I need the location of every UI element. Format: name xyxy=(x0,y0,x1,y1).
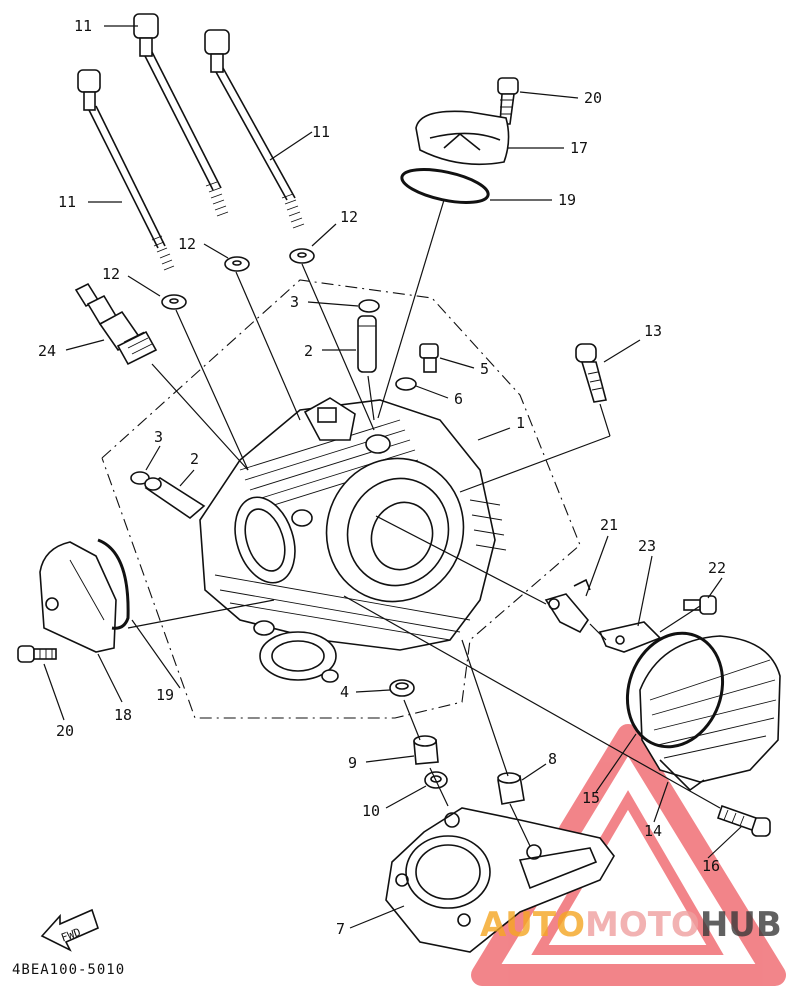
dowel-8 xyxy=(497,772,525,805)
bolt-22 xyxy=(683,595,717,615)
callout-11: 11 xyxy=(312,123,330,141)
callout-24: 24 xyxy=(38,342,56,360)
watermark-hub: HUB xyxy=(700,905,782,945)
bolt-5 xyxy=(419,343,439,373)
callout-1: 1 xyxy=(516,414,525,432)
callout-5: 5 xyxy=(480,360,489,378)
o-ring-19-side xyxy=(97,538,130,630)
washer-12-c xyxy=(161,294,187,310)
callout-15: 15 xyxy=(582,789,600,807)
callout-17: 17 xyxy=(570,139,588,157)
watermark-text: AUTOMOTOHUB xyxy=(480,905,782,945)
dowel-9 xyxy=(413,735,439,765)
cylinder-head xyxy=(199,397,507,683)
callout-12: 12 xyxy=(178,235,196,253)
spark-plug xyxy=(74,282,158,366)
callout-2: 2 xyxy=(190,450,199,468)
callout-18: 18 xyxy=(114,706,132,724)
callout-4: 4 xyxy=(340,683,349,701)
head-bolt-middle xyxy=(133,13,229,217)
callout-13: 13 xyxy=(644,322,662,340)
diagram-code: 4BEA100-5010 xyxy=(12,962,125,978)
callout-21: 21 xyxy=(600,516,618,534)
head-bolt-left xyxy=(77,69,175,271)
o-ring-14 xyxy=(625,631,725,749)
callout-19: 19 xyxy=(558,191,576,209)
callout-3: 3 xyxy=(290,293,299,311)
callout-12: 12 xyxy=(102,265,120,283)
head-bolt-right xyxy=(204,29,305,229)
washer-6 xyxy=(395,377,417,391)
callout-16: 16 xyxy=(702,857,720,875)
callout-7: 7 xyxy=(336,920,345,938)
side-cover-18 xyxy=(39,541,117,653)
fwd-arrow: FWD xyxy=(40,908,99,952)
callout-3: 3 xyxy=(154,428,163,446)
watermark-moto: MOTO xyxy=(585,905,700,945)
leader-lines xyxy=(43,25,743,929)
fwd-label: FWD xyxy=(59,926,82,945)
tappet-cover-15 xyxy=(639,635,781,792)
callout-14: 14 xyxy=(644,822,662,840)
bolt-20-side xyxy=(17,645,57,663)
bracket-21 xyxy=(544,578,591,634)
valve-guide-lower xyxy=(144,477,206,520)
part-4 xyxy=(389,679,415,697)
callout-labels: 11 11 11 20 17 19 12 12 12 3 2 24 5 6 13… xyxy=(38,17,726,938)
plate-23 xyxy=(598,621,662,653)
bolt-20-top xyxy=(497,77,519,125)
callout-23: 23 xyxy=(638,537,656,555)
svg-text:AUTOMOTOHUB: AUTOMOTOHUB xyxy=(480,905,782,945)
callout-11: 11 xyxy=(58,193,76,211)
callout-19: 19 xyxy=(156,686,174,704)
callout-6: 6 xyxy=(454,390,463,408)
callout-12: 12 xyxy=(340,208,358,226)
callout-20: 20 xyxy=(584,89,602,107)
callout-2: 2 xyxy=(304,342,313,360)
callout-22: 22 xyxy=(708,559,726,577)
callout-20: 20 xyxy=(56,722,74,740)
bolt-16 xyxy=(716,804,771,837)
callout-11: 11 xyxy=(74,17,92,35)
washer-12-a xyxy=(224,256,250,272)
head-gasket-7 xyxy=(385,807,615,953)
valve-stem-seal-upper xyxy=(358,299,380,313)
washer-12-b xyxy=(289,248,315,264)
callout-10: 10 xyxy=(362,802,380,820)
bolt-13 xyxy=(575,343,607,403)
o-ring-19-top xyxy=(400,168,490,204)
callout-9: 9 xyxy=(348,754,357,772)
valve-guide-upper xyxy=(357,315,377,373)
tappet-cover-17 xyxy=(415,110,510,166)
callout-8: 8 xyxy=(548,750,557,768)
watermark-auto: AUTO xyxy=(480,905,585,945)
